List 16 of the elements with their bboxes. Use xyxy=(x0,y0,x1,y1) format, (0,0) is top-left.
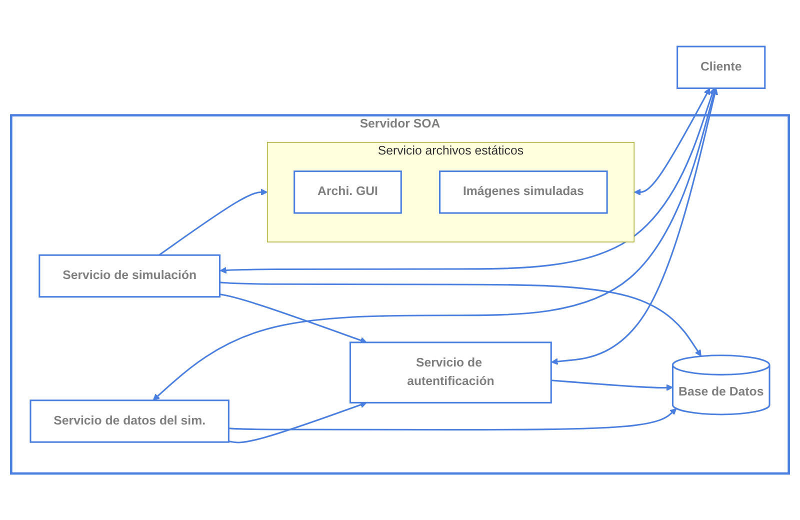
arrow xyxy=(551,380,674,392)
arrow xyxy=(220,293,367,344)
arrow xyxy=(158,188,268,256)
arrow xyxy=(220,282,702,357)
node-box: Imágenes simuladas xyxy=(439,170,608,214)
arrow xyxy=(551,88,718,365)
arrow xyxy=(634,88,710,196)
node-box: Servicio de autentificación xyxy=(350,342,552,404)
node-box: Archi. GUI xyxy=(294,170,402,214)
arrow xyxy=(152,88,718,400)
arrow xyxy=(228,402,367,444)
arrow xyxy=(228,408,677,430)
node-box: Servicio de simulación xyxy=(38,254,221,298)
node-box: Servicio de datos del sim. xyxy=(30,400,230,443)
arrow xyxy=(220,88,716,274)
node-box: Cliente xyxy=(676,46,766,90)
